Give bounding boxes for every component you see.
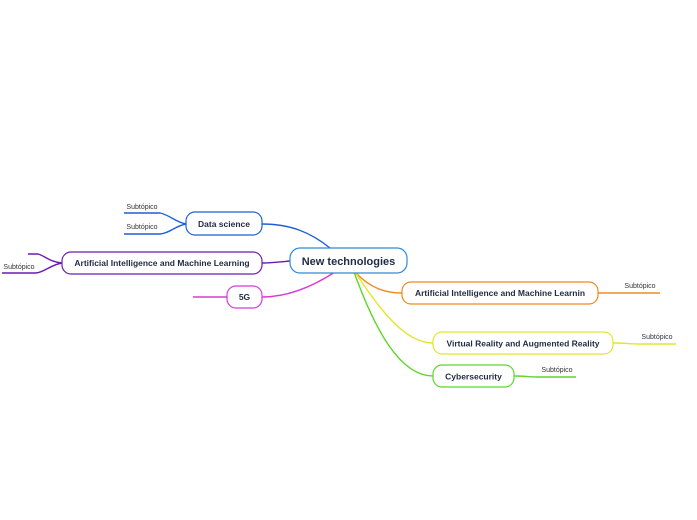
topic-5g-box[interactable] <box>226 285 263 309</box>
topic-ai-ml-right-label: Artificial Intelligence and Machine Lear… <box>415 288 585 298</box>
topic-vr-ar-box[interactable] <box>432 331 614 355</box>
topic-cybersecurity-label: Cybersecurity <box>445 372 502 382</box>
connector-sub-ai-left <box>28 253 63 264</box>
connector-5g <box>261 271 336 298</box>
connector-sub-vr-ar <box>612 342 676 345</box>
topic-5g[interactable]: 5G <box>226 285 263 309</box>
connector-cybersecurity <box>353 271 434 377</box>
topic-ai-ml-left-label: Artificial Intelligence and Machine Lear… <box>74 258 249 268</box>
subtopic-vr-ar[interactable]: Subtópico <box>641 334 672 341</box>
topic-data-science-label: Data science <box>198 219 250 229</box>
topic-data-science[interactable]: Data science <box>185 211 263 236</box>
topic-cybersecurity-box[interactable] <box>432 364 515 388</box>
connector-ai-ml-right <box>354 271 403 294</box>
topic-vr-ar-label: Virtual Reality and Augmented Reality <box>446 339 599 349</box>
branch-connectors <box>261 223 434 377</box>
topic-ai-ml-left[interactable]: Artificial Intelligence and Machine Lear… <box>61 251 263 275</box>
topic-cybersecurity[interactable]: Cybersecurity <box>432 364 515 388</box>
central-topic-box[interactable] <box>289 247 408 274</box>
ai-ml-left-subtopics <box>2 253 63 274</box>
topic-ai-ml-right[interactable]: Artificial Intelligence and Machine Lear… <box>401 281 599 305</box>
central-topic[interactable]: New technologies <box>289 247 408 274</box>
connector-sub-ds-2 <box>124 223 187 235</box>
topic-vr-ar[interactable]: Virtual Reality and Augmented Reality <box>432 331 614 355</box>
subtopic-cybersecurity[interactable]: Subtópico <box>541 367 572 374</box>
connector-sub-ai-left-2 <box>2 262 63 274</box>
connector-sub-cyber <box>513 375 576 378</box>
topic-5g-label: 5G <box>239 292 251 302</box>
subtopic-ai-ml-left[interactable]: Subtópico <box>3 264 34 271</box>
central-topic-label: New technologies <box>302 256 396 268</box>
subtopic-data-science-2[interactable]: Subtópico <box>126 224 157 231</box>
right-subtopics <box>513 292 676 378</box>
data-science-subtopics <box>124 212 187 235</box>
subtopic-data-science-1[interactable]: Subtópico <box>126 204 157 211</box>
connector-vr-ar <box>354 271 434 344</box>
connector-data-science <box>261 223 331 249</box>
topic-data-science-box[interactable] <box>185 211 263 236</box>
connector-sub-ds-1 <box>124 212 187 225</box>
topic-ai-ml-left-box[interactable] <box>61 251 263 275</box>
connector-ai-ml-left <box>261 260 291 264</box>
subtopic-ai-ml-right[interactable]: Subtópico <box>624 283 655 290</box>
topic-ai-ml-right-box[interactable] <box>401 281 599 305</box>
